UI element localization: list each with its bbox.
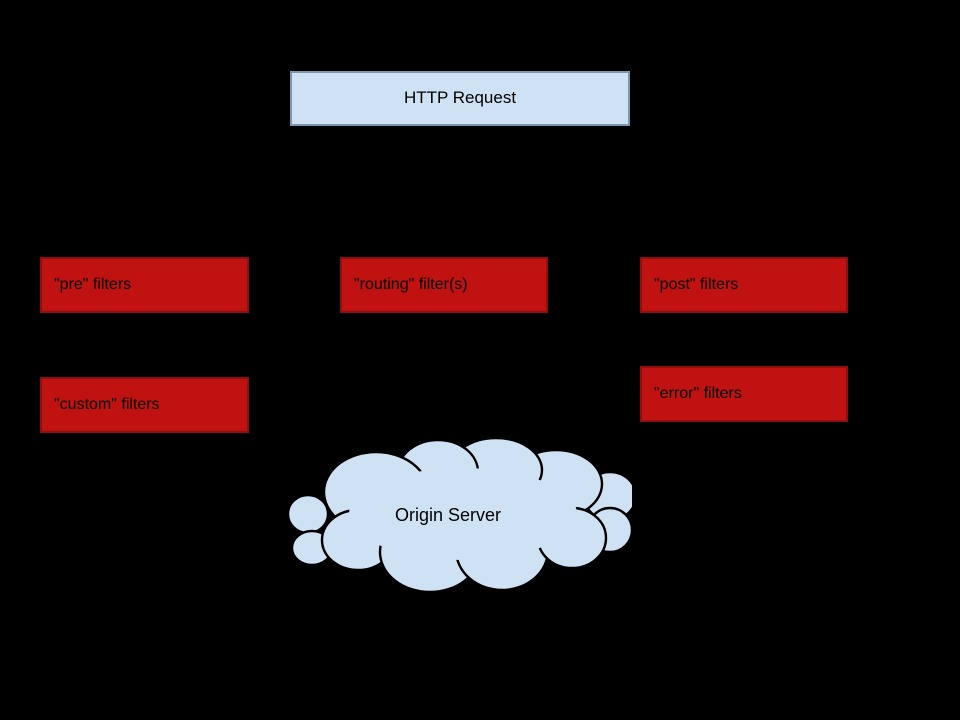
node-http-request: HTTP Request: [290, 71, 630, 126]
node-error-filters-label: "error" filters: [654, 385, 742, 403]
node-error-filters: "error" filters: [640, 366, 848, 422]
cloud-shape: [288, 436, 632, 594]
node-pre-filters-label: "pre" filters: [54, 276, 132, 294]
node-pre-filters: "pre" filters: [40, 257, 249, 313]
node-routing-filters: "routing" filter(s): [340, 257, 548, 313]
node-custom-filters-label: "custom" filters: [54, 396, 160, 414]
node-origin-server: Origin Server: [288, 436, 632, 594]
cloud-body: [349, 468, 577, 560]
node-http-request-label: HTTP Request: [403, 88, 517, 108]
node-routing-filters-label: "routing" filter(s): [354, 276, 468, 294]
node-origin-server-label: Origin Server: [395, 505, 501, 525]
cloud-bump: [288, 493, 330, 535]
node-custom-filters: "custom" filters: [40, 377, 249, 433]
node-post-filters: "post" filters: [640, 257, 848, 313]
node-post-filters-label: "post" filters: [654, 276, 739, 294]
